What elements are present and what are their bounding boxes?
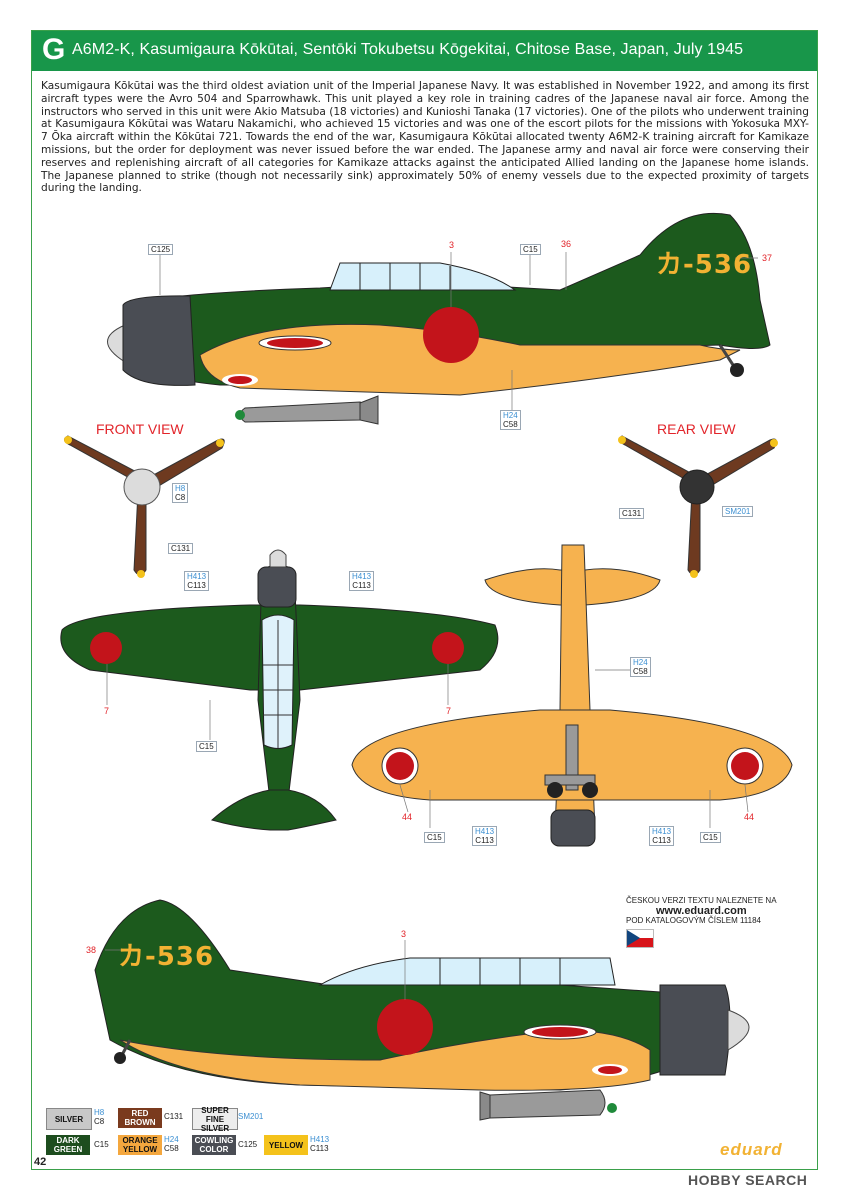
underside-view-plan <box>351 544 793 847</box>
front-view-label: FRONT VIEW <box>96 421 184 437</box>
stencil-number: 3 <box>449 240 455 250</box>
paint-callout: C15 <box>520 244 541 255</box>
paint-callout: C131 <box>619 508 645 519</box>
eduard-logo: eduard <box>720 1140 783 1159</box>
paint-callout: C125 <box>148 244 174 255</box>
eduard-url-link[interactable]: www.eduard.com <box>656 905 747 917</box>
legend-swatch-yellow: YELLOW <box>264 1135 308 1155</box>
czech-note-line1: ČESKOU VERZI TEXTU NALEZNETE NA <box>626 896 777 905</box>
tail-code-bottom: カ-536 <box>118 942 215 972</box>
stencil-number: 44 <box>402 812 413 822</box>
stencil-number: 3 <box>401 929 407 939</box>
paint-callout: C15 <box>700 832 721 843</box>
front-view-propeller <box>64 435 225 578</box>
paint-callout: SM201 <box>722 506 754 517</box>
paint-callout: C15 <box>424 832 445 843</box>
page-number: 42 <box>34 1156 47 1168</box>
side-profile-left <box>107 212 771 425</box>
legend-swatch-dark-green: DARK GREEN <box>46 1135 90 1155</box>
page-frame <box>31 30 818 1170</box>
tail-code-top: カ-536 <box>656 250 753 280</box>
stencil-number: 36 <box>561 239 572 249</box>
stencil-number: 37 <box>762 253 773 263</box>
rear-view-label: REAR VIEW <box>657 421 736 437</box>
paint-callout: C15 <box>196 741 217 752</box>
czech-version-note: ČESKOU VERZI TEXTU NALEZNETE NA www.edua… <box>626 896 806 948</box>
stencil-number: 38 <box>86 945 97 955</box>
title-bar: G A6M2-K, Kasumigaura Kōkūtai, Sentōki T… <box>32 31 817 71</box>
legend-swatch-super-fine-silver: SUPER FINE SILVER <box>192 1106 238 1133</box>
top-view-plan <box>60 549 499 831</box>
stencil-number: 44 <box>744 812 755 822</box>
legend-code: SM201 <box>238 1112 264 1121</box>
legend-code: C125 <box>238 1140 258 1149</box>
stencil-number: 7 <box>446 706 452 716</box>
legend-swatch-cowling-color: COWLING COLOR <box>192 1135 236 1155</box>
rear-view-propeller <box>618 435 778 578</box>
legend-code: C15 <box>94 1140 109 1149</box>
side-profile-right <box>94 899 750 1121</box>
history-description: Kasumigaura Kōkūtai was the third oldest… <box>41 80 809 195</box>
profile-title: A6M2-K, Kasumigaura Kōkūtai, Sentōki Tok… <box>72 41 744 58</box>
legend-code: C131 <box>164 1112 184 1121</box>
legend-swatch-silver: SILVER <box>46 1108 92 1130</box>
profile-letter: G <box>42 33 66 66</box>
hobby-search-watermark: HOBBY SEARCH <box>688 1172 808 1188</box>
czech-note-line2: POD KATALOGOVÝM ČÍSLEM 11184 <box>626 916 762 925</box>
czech-flag-icon <box>626 929 654 948</box>
legend-swatch-red-brown: RED BROWN <box>118 1108 162 1128</box>
stencil-number: 7 <box>104 706 110 716</box>
paint-callout: C131 <box>168 543 194 554</box>
legend-swatch-orange-yellow: ORANGE YELLOW <box>118 1135 162 1155</box>
